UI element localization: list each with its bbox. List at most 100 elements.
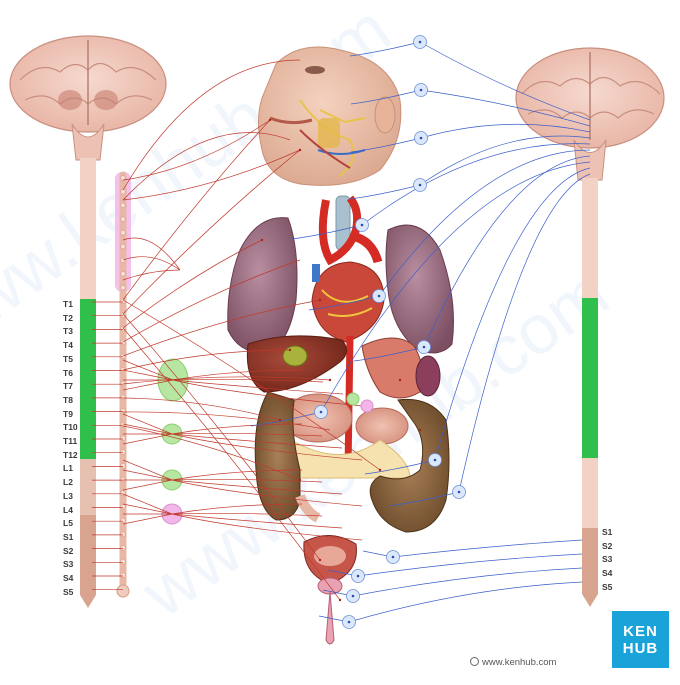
chain-ganglion xyxy=(120,353,126,359)
ganglion-core xyxy=(347,620,351,624)
target-dot xyxy=(338,598,342,602)
level-label: S4 xyxy=(602,568,613,579)
splanchnic-fiber xyxy=(122,359,174,381)
target-dot xyxy=(418,428,422,432)
hypogastric-ganglion xyxy=(360,399,374,413)
ganglion-core xyxy=(360,223,364,227)
splanchnic-fiber xyxy=(122,479,173,491)
short-postganglionic-fiber xyxy=(291,224,363,240)
level-label: T9 xyxy=(63,408,73,419)
target-dot xyxy=(378,468,382,472)
cervical-fiber xyxy=(122,256,181,271)
chain-ganglion xyxy=(120,408,126,414)
postganglionic-fiber xyxy=(122,376,331,385)
postganglionic-fiber xyxy=(172,379,344,395)
postganglionic-fiber xyxy=(171,469,303,481)
logo-line-1: KEN xyxy=(623,623,658,640)
parasympathetic-fibers xyxy=(250,41,591,623)
short-postganglionic-fiber xyxy=(308,295,380,311)
level-label: S3 xyxy=(602,554,613,565)
ganglion-core xyxy=(418,183,422,187)
vagal-fiber xyxy=(419,135,591,186)
pelvic-splanchnic-fiber xyxy=(348,581,583,623)
bladder-prostate xyxy=(303,535,357,645)
short-postganglionic-fiber xyxy=(350,89,422,105)
ganglion-core xyxy=(419,136,423,140)
pelvic-splanchnic-fiber xyxy=(392,539,583,558)
postganglionic-fiber xyxy=(171,433,363,461)
splanchnic-fiber xyxy=(122,369,174,381)
chain-ganglion xyxy=(120,545,126,551)
short-postganglionic-fiber xyxy=(353,346,425,362)
level-label: T1 xyxy=(63,299,73,309)
cranial-fiber xyxy=(122,59,301,191)
target-dot xyxy=(318,298,322,302)
splanchnic-fiber xyxy=(122,469,173,481)
chain-ganglion xyxy=(120,394,126,400)
level-label: T10 xyxy=(63,422,78,433)
head-illustration xyxy=(258,46,402,186)
chain-ganglion xyxy=(120,531,126,537)
short-postganglionic-fiber xyxy=(388,491,460,507)
postganglionic-fiber xyxy=(171,513,363,541)
short-postganglionic-fiber xyxy=(349,41,421,57)
level-label: L3 xyxy=(63,490,73,501)
sympathetic-fibers xyxy=(92,59,381,601)
target-dot xyxy=(398,378,402,382)
site-url[interactable]: www.kenhub.com xyxy=(470,657,556,668)
chain-ganglion xyxy=(120,572,126,578)
pelvic-splanchnic-fiber xyxy=(357,553,583,577)
copyright-icon xyxy=(470,657,479,666)
level-label: L5 xyxy=(63,518,73,529)
chain-ganglion xyxy=(120,558,126,565)
chain-ganglion xyxy=(120,257,126,263)
splanchnic-fiber xyxy=(122,459,173,481)
pelvic-splanchnic-fiber xyxy=(352,567,583,597)
site-url-text: www.kenhub.com xyxy=(482,657,557,668)
target-dot xyxy=(268,118,272,122)
splanchnic-fiber xyxy=(122,379,174,391)
postganglionic-fiber xyxy=(171,503,303,515)
right-brain xyxy=(515,47,665,181)
vagal-fiber xyxy=(378,149,591,297)
vagal-fiber xyxy=(420,123,591,139)
liver xyxy=(246,335,347,393)
left-brain xyxy=(9,35,167,161)
vagal-fiber xyxy=(420,89,591,127)
ganglion-core xyxy=(457,490,461,494)
chain-ganglion xyxy=(120,230,126,236)
splanchnic-fiber xyxy=(122,493,173,515)
target-dot xyxy=(328,378,332,382)
postganglionic-fiber xyxy=(171,479,363,507)
chain-ganglion xyxy=(120,271,126,277)
target-dot xyxy=(260,238,264,242)
postganglionic-fiber xyxy=(122,397,281,421)
level-label: S1 xyxy=(602,527,613,537)
cranial-fiber xyxy=(122,132,291,201)
level-label: S2 xyxy=(602,540,613,551)
vagal-fiber xyxy=(361,143,591,226)
cervical-fiber xyxy=(122,269,181,281)
chain-ganglion xyxy=(120,285,126,291)
chain-ganglion xyxy=(120,449,126,455)
short-postganglionic-fiber xyxy=(350,137,422,153)
splanchnic-fiber xyxy=(122,413,173,435)
splanchnic-fiber xyxy=(122,513,173,525)
level-label: T3 xyxy=(63,326,73,337)
chain-ganglion xyxy=(120,517,126,524)
target-dot xyxy=(298,478,302,482)
level-label: T5 xyxy=(63,353,73,364)
splanchnic-fiber xyxy=(122,503,173,515)
right-spinal-cord xyxy=(582,178,598,607)
mesenteric-ganglion xyxy=(346,392,360,406)
postganglionic-fiber xyxy=(172,379,364,407)
postganglionic-fiber xyxy=(122,239,263,329)
short-postganglionic-fiber xyxy=(364,459,436,475)
ganglion-core xyxy=(422,345,426,349)
level-label: T4 xyxy=(63,340,73,351)
ganglion-core xyxy=(356,574,360,578)
short-postganglionic-fiber xyxy=(349,184,421,200)
